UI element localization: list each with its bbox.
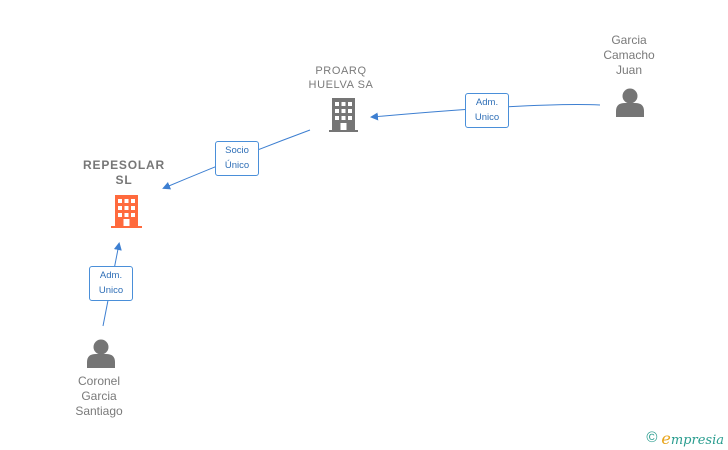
- building-icon[interactable]: [111, 195, 142, 228]
- node-label-repesolar[interactable]: REPESOLAR SL: [76, 158, 172, 188]
- node-name-line: Coronel: [77, 374, 121, 388]
- edge-label-coronel-repesolar[interactable]: Adm. Unico: [89, 266, 133, 301]
- node-name-line: SL: [115, 173, 133, 187]
- brand-logo: empresia: [661, 429, 724, 448]
- brand-logo-initial: e: [661, 428, 671, 448]
- edge-label-line: Adm.: [475, 97, 499, 108]
- node-name-line: PROARQ: [315, 65, 367, 77]
- building-icon[interactable]: [329, 98, 358, 132]
- brand-footer[interactable]: © empresia: [646, 429, 724, 448]
- edge-garcia-to-proarq: [370, 104, 601, 121]
- node-name-line: HUELVA SA: [308, 79, 374, 91]
- edge-label-garcia-proarq[interactable]: Adm. Unico: [465, 93, 509, 128]
- edge-label-line: Unico: [98, 285, 124, 296]
- node-label-proarq[interactable]: PROARQ HUELVA SA: [300, 64, 382, 92]
- edge-label-line: Socio: [225, 145, 249, 156]
- node-name-line: Garcia: [611, 33, 647, 47]
- node-label-coronel[interactable]: Coronel Garcia Santiago: [60, 374, 138, 419]
- person-icon[interactable]: [616, 88, 644, 118]
- node-name-line: REPESOLAR: [83, 158, 165, 172]
- node-label-garcia[interactable]: Garcia Camacho Juan: [590, 33, 668, 78]
- edge-label-line: Adm.: [99, 270, 123, 281]
- edge-label-proarq-repesolar[interactable]: Socio Único: [215, 141, 259, 176]
- edge-label-line: Único: [224, 160, 250, 171]
- node-name-line: Santiago: [75, 404, 123, 418]
- person-icon[interactable]: [87, 339, 115, 369]
- edge-label-line: Unico: [474, 112, 500, 123]
- brand-logo-rest: mpresia: [670, 432, 724, 448]
- node-name-line: Juan: [615, 63, 643, 77]
- copyright-icon: ©: [646, 429, 658, 446]
- node-name-line: Camacho: [603, 48, 655, 62]
- node-name-line: Garcia: [81, 389, 117, 403]
